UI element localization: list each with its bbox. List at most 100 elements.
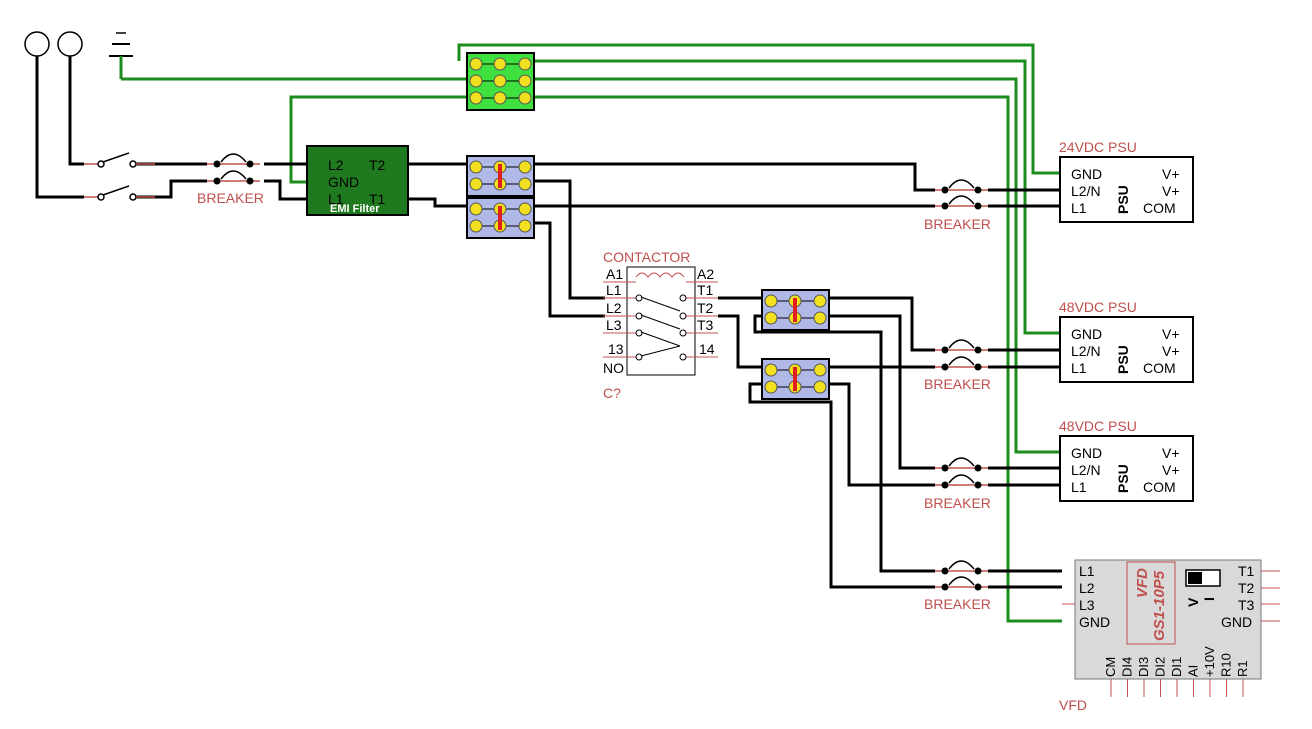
psu-pin-l2n: L2/N: [1071, 343, 1101, 359]
vfd-switch-i: I: [1201, 597, 1217, 601]
contactor-pin-13: 13: [608, 341, 624, 357]
psu-pin-com: COM: [1143, 360, 1176, 376]
supply-terminal-right-icon: [57, 31, 83, 57]
psu-pin-gnd: GND: [1071, 166, 1102, 182]
contactor[interactable]: CONTACTOR A1 L1 L2: [603, 249, 718, 401]
contactor-coil-icon: [635, 272, 685, 278]
vfd-pin-l2: L2: [1079, 580, 1095, 596]
psu-body-label: PSU: [1115, 345, 1131, 374]
vfd-name: VFD: [1134, 568, 1151, 598]
power-wires: [35, 56, 1062, 589]
vfd-pin-l1: L1: [1079, 563, 1095, 579]
vfd-switch-v: V: [1185, 597, 1201, 607]
breaker-pole-icon: [935, 195, 988, 210]
emi-pin-t1: T1: [369, 191, 386, 207]
vfd-ref: VFD: [1059, 697, 1087, 713]
breaker-psu2-label: BREAKER: [924, 376, 991, 392]
breaker-pole-icon: [935, 356, 988, 371]
emi-pin-l2: L2: [328, 157, 344, 173]
vfd-bottom-pin-label: AI: [1186, 665, 1201, 677]
vfd-vi-switch[interactable]: [1185, 569, 1221, 587]
breaker-psu3-label: BREAKER: [924, 495, 991, 511]
vfd-pin-t1: T1: [1238, 563, 1255, 579]
psu-pin-l1: L1: [1071, 200, 1087, 216]
switch-l1-icon: [84, 185, 155, 201]
breaker-main-label: BREAKER: [197, 190, 264, 206]
vfd-bottom-pin-label: DI4: [1120, 657, 1135, 677]
terminal-block[interactable]: [761, 358, 830, 400]
contactor-pin-l2: L2: [606, 300, 622, 316]
psu-48vdc-2[interactable]: 48VDC PSU GND L2/N L1 V+ V+ COM PSU: [1059, 418, 1194, 502]
contactor-pin-t1: T1: [697, 282, 714, 298]
vfd-pin-l3: L3: [1079, 597, 1095, 613]
breaker-pole-icon: [207, 153, 260, 168]
psu-pin-vplus-2: V+: [1162, 462, 1180, 478]
psu-title: 48VDC PSU: [1059, 418, 1137, 434]
contactor-pin-l3: L3: [606, 317, 622, 333]
vfd-pin-t3: T3: [1238, 597, 1255, 613]
supply-terminal-left-icon: [24, 31, 50, 57]
psu-24vdc[interactable]: 24VDC PSU GND L2/N L1 V+ V+ COM PSU: [1059, 139, 1194, 223]
switch-l2-icon: [84, 152, 155, 168]
psu-pin-vplus-1: V+: [1162, 326, 1180, 342]
psu-title: 48VDC PSU: [1059, 299, 1137, 315]
psu-pin-com: COM: [1143, 479, 1176, 495]
contactor-title: CONTACTOR: [603, 249, 690, 265]
vfd-bottom-pin-label: DI2: [1153, 657, 1168, 677]
vfd-model: GS1-10P5: [1151, 570, 1168, 641]
contactor-pin-a1: A1: [606, 266, 623, 282]
breaker-pole-icon: [935, 576, 988, 591]
vfd-bottom-pin-label: R1: [1235, 660, 1250, 677]
emi-title: EMI Filter: [330, 203, 380, 215]
contactor-pin-no: NO: [603, 360, 624, 376]
breaker-pole-icon: [935, 339, 988, 354]
breaker-pole-icon: [935, 179, 988, 194]
supply-terminals: [24, 31, 83, 57]
psu-pin-com: COM: [1143, 200, 1176, 216]
vfd-bottom-pin-label: DI1: [1169, 657, 1184, 677]
psu-pin-l1: L1: [1071, 360, 1087, 376]
breakers: [207, 153, 988, 591]
vfd-pin-t2: T2: [1238, 580, 1255, 596]
vfd-label-box: [1126, 561, 1176, 645]
psu-pin-l2n: L2/N: [1071, 183, 1101, 199]
psu-pin-vplus-2: V+: [1162, 183, 1180, 199]
breaker-pole-icon: [935, 474, 988, 489]
emi-pin-t2: T2: [369, 157, 386, 173]
terminal-blocks: [466, 52, 830, 400]
breaker-vfd-label: BREAKER: [924, 596, 991, 612]
ground-wires: [121, 43, 1062, 623]
psu-48vdc-1[interactable]: 48VDC PSU GND L2/N L1 V+ V+ COM PSU: [1059, 299, 1194, 383]
psu-pin-vplus-1: V+: [1162, 445, 1180, 461]
vfd-bottom-pin-label: DI3: [1136, 657, 1151, 677]
contactor-pin-14: 14: [699, 341, 715, 357]
ground-terminal-block[interactable]: [466, 52, 535, 111]
vfd[interactable]: VFD GS1-10P5 V I L1 L2 L3 GND T1 T2 T3 G…: [1059, 559, 1280, 713]
disconnect-switches: [84, 152, 155, 201]
ground-icon: [109, 32, 133, 79]
psu-title: 24VDC PSU: [1059, 139, 1137, 155]
contactor-pin-t2: T2: [697, 300, 714, 316]
vfd-pin-gnd-out: GND: [1221, 614, 1252, 630]
emi-filter[interactable]: L2 GND L1 T2 T1 EMI Filter: [306, 145, 409, 216]
psu-body-label: PSU: [1115, 185, 1131, 214]
vfd-pin-gnd-in: GND: [1079, 614, 1110, 630]
contactor-pin-t3: T3: [697, 317, 714, 333]
breaker-pole-icon: [935, 457, 988, 472]
terminal-block[interactable]: [466, 197, 535, 239]
psu-pin-l2n: L2/N: [1071, 462, 1101, 478]
emi-pin-gnd: GND: [328, 174, 359, 190]
psu-pin-vplus-2: V+: [1162, 343, 1180, 359]
vfd-bottom-pin-label: CM: [1103, 657, 1118, 677]
terminal-block[interactable]: [466, 155, 535, 197]
breaker-pole-icon: [935, 560, 988, 575]
psu-pin-gnd: GND: [1071, 445, 1102, 461]
terminal-block[interactable]: [761, 289, 830, 331]
vfd-bottom-pin-label: R10: [1219, 653, 1234, 677]
breaker-psu1-label: BREAKER: [924, 216, 991, 232]
psu-pin-l1: L1: [1071, 479, 1087, 495]
emi-pin-l1: L1: [328, 191, 344, 207]
psu-pin-gnd: GND: [1071, 326, 1102, 342]
